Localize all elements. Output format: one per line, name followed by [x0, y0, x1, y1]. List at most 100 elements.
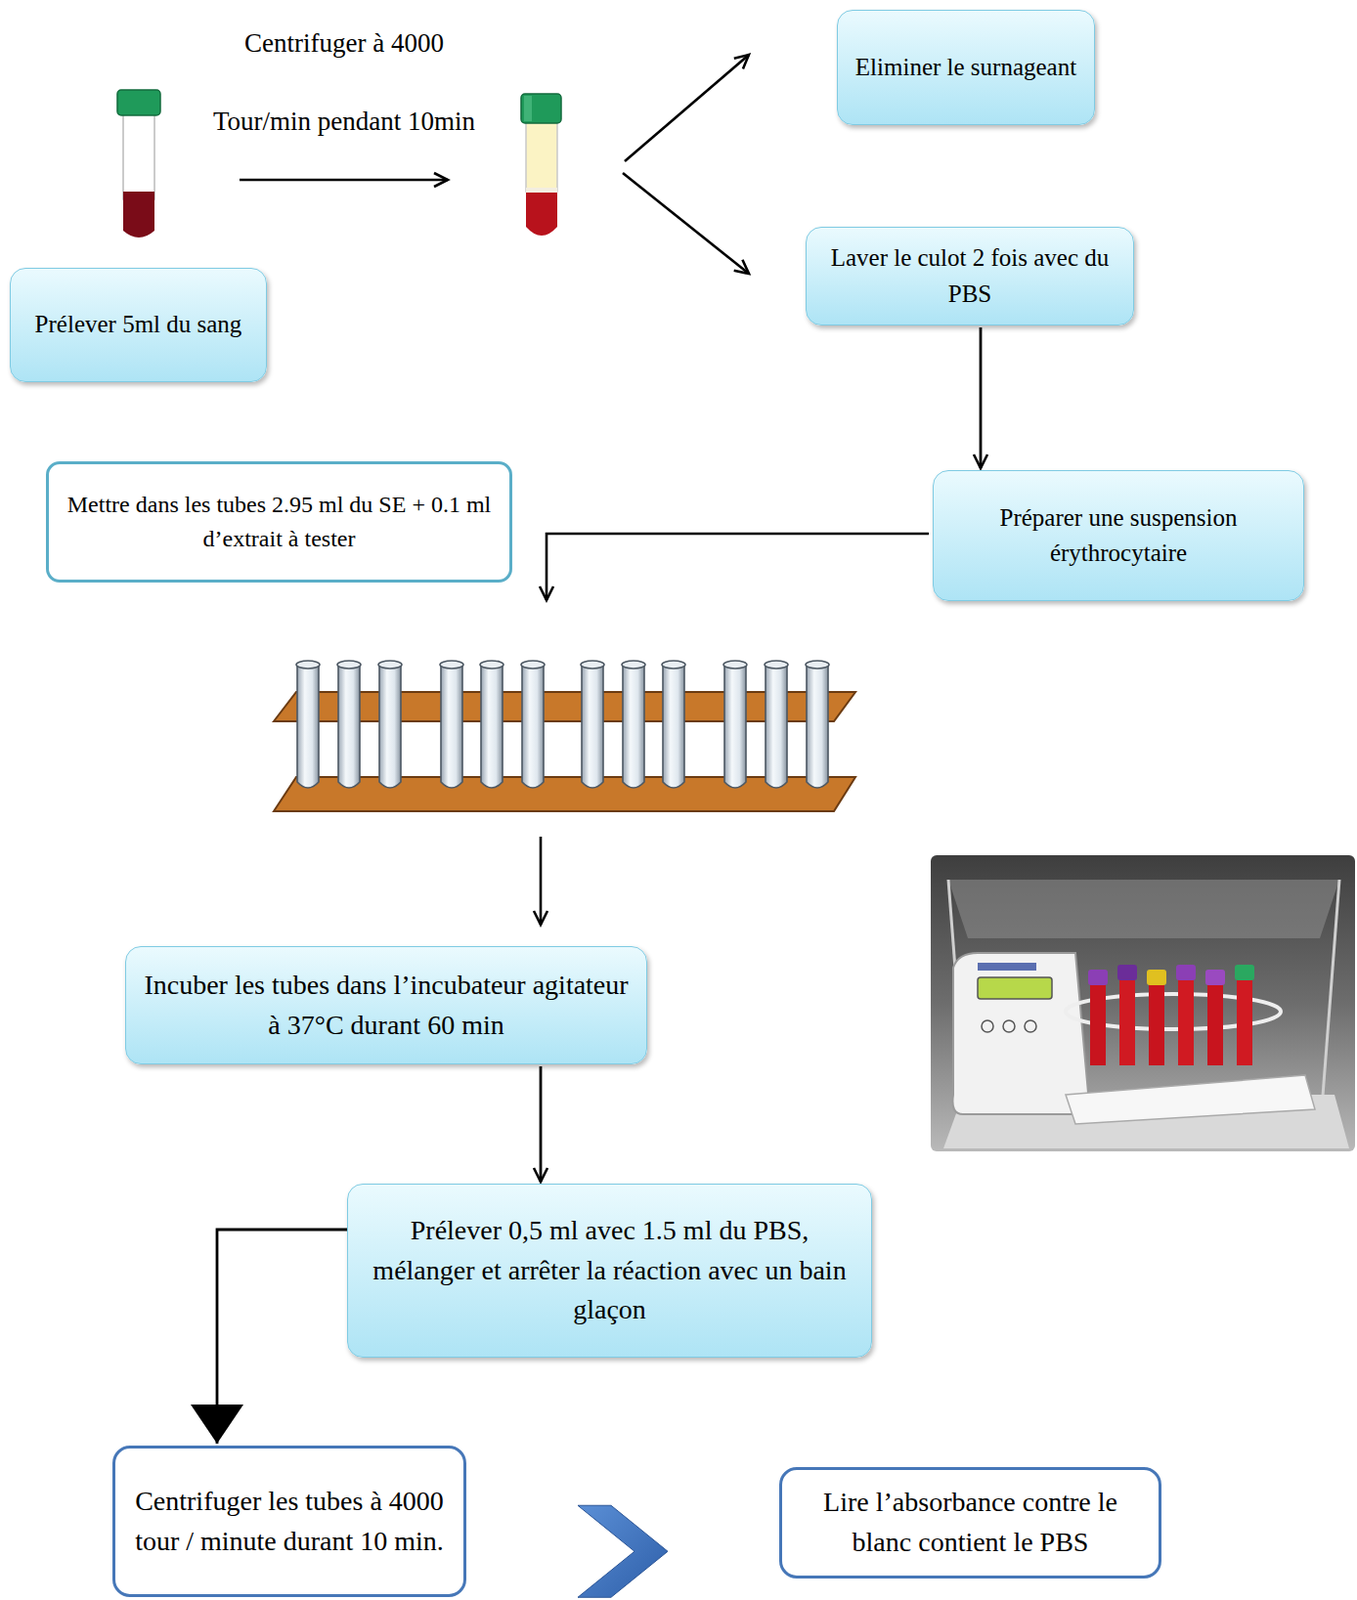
- test-tube: [481, 664, 503, 788]
- flow-arrow: [979, 327, 983, 469]
- test-tube: [296, 660, 830, 788]
- test-tube: [297, 664, 319, 788]
- sample-tube: [1088, 964, 1255, 1066]
- test-tube: [581, 664, 604, 788]
- incubator-photo: [930, 855, 1356, 1152]
- step-text: Incuber les tubes dans l’incubateur agit…: [139, 965, 633, 1046]
- chevron-arrow: [577, 1505, 668, 1598]
- test-tube: [480, 660, 504, 669]
- test-tube: [621, 660, 646, 669]
- note-box: Centrifuger les tubes à 4000 tour / minu…: [112, 1445, 467, 1598]
- test-tube: [805, 660, 830, 669]
- test-tube: [338, 664, 360, 788]
- flow-arrow: [546, 533, 929, 601]
- test-tube: [621, 660, 646, 788]
- incubator-photo: [948, 879, 1340, 939]
- sample-tube: [1148, 982, 1165, 1066]
- test-tube: [723, 660, 747, 788]
- step-text: Prélever 5ml du sang: [35, 306, 243, 343]
- test-tube: [622, 664, 645, 788]
- step-text: Lire l’absorbance contre le blanc contie…: [795, 1483, 1145, 1563]
- test-tube: [296, 660, 320, 669]
- test-tube: [661, 660, 686, 669]
- step-text: Laver le culot 2 fois avec du PBS: [820, 240, 1120, 312]
- test-tube: [439, 660, 464, 788]
- note-box: Lire l’absorbance contre le blanc contie…: [779, 1467, 1162, 1579]
- centrifuged-tube: [525, 192, 558, 236]
- process-box: Prélever 5ml du sang: [9, 267, 267, 383]
- blood-tube: [117, 89, 161, 116]
- arrow-label: Centrifuger à 4000 Tour/min pendant 10mi…: [192, 3, 496, 161]
- test-tube: [337, 660, 361, 669]
- flow-arrow: [539, 1066, 543, 1182]
- sample-tube: [1176, 964, 1196, 981]
- process-box: Préparer une suspension érythrocytaire: [932, 470, 1305, 602]
- test-tube: [440, 664, 463, 788]
- incubator-photo: [981, 1020, 994, 1033]
- step-text: Eliminer le surnageant: [855, 49, 1077, 86]
- sample-tube: [1090, 982, 1106, 1066]
- blood-tube: [123, 111, 155, 200]
- flow-arrow: [217, 1229, 348, 1445]
- centrifuged-tube: [521, 93, 562, 236]
- incubator-photo: [1024, 1020, 1037, 1033]
- process-box: Laver le culot 2 fois avec du PBS: [805, 226, 1135, 326]
- flow-arrow: [622, 173, 749, 274]
- incubator-photo: [930, 855, 1356, 1152]
- flow-arrow: [624, 54, 749, 162]
- incubator-photo: [977, 977, 1052, 1000]
- test-tube: [724, 664, 746, 788]
- test-tube: [764, 660, 788, 788]
- test-tube: [379, 664, 401, 788]
- sample-tube: [1119, 977, 1136, 1066]
- incubator-photo: [1065, 1075, 1315, 1125]
- test-tube: [337, 660, 361, 788]
- flow-arrow: [239, 178, 448, 182]
- flow-arrow: [539, 836, 543, 925]
- test-tube: [378, 660, 402, 669]
- step-text: Préparer une suspension érythrocytaire: [947, 500, 1290, 572]
- tube-rack: [273, 660, 856, 812]
- test-tube: [439, 660, 464, 669]
- sample-tube: [1088, 969, 1108, 986]
- test-tube: [378, 660, 402, 788]
- sample-tube: [1207, 982, 1224, 1066]
- test-tube: [522, 664, 544, 788]
- step-text: Centrifuger les tubes à 4000 tour / minu…: [129, 1482, 450, 1562]
- sample-tube: [1178, 977, 1194, 1066]
- sample-tube: [1236, 977, 1253, 1066]
- centrifuged-tube: [524, 95, 532, 122]
- incubator-photo: [952, 953, 1091, 1115]
- test-tube: [296, 660, 320, 788]
- test-tube: [661, 660, 686, 788]
- test-tube: [480, 660, 504, 788]
- test-tube: [580, 660, 605, 788]
- test-tube: [580, 660, 605, 669]
- centrifuged-tube: [525, 119, 558, 192]
- sample-tube: [1117, 964, 1138, 981]
- test-tube: [805, 660, 830, 788]
- test-tube: [806, 664, 829, 788]
- test-tube: [662, 664, 685, 788]
- blood-tube: [117, 89, 161, 238]
- incubator-photo: [1003, 1020, 1015, 1033]
- test-tube: [723, 660, 747, 669]
- note-box: Mettre dans les tubes 2.95 ml du SE + 0.…: [45, 461, 513, 583]
- test-tube: [765, 664, 788, 788]
- incubator-photo: [977, 963, 1037, 971]
- process-box: Eliminer le surnageant: [836, 9, 1095, 126]
- test-tube: [521, 660, 545, 669]
- centrifuged-tube: [521, 93, 562, 124]
- step-text: Mettre dans les tubes 2.95 ml du SE + 0.…: [62, 487, 496, 557]
- process-box: Incuber les tubes dans l’incubateur agit…: [125, 946, 648, 1065]
- test-tube: [521, 660, 545, 788]
- test-tube: [764, 660, 788, 669]
- sample-tube: [1146, 969, 1167, 986]
- blood-tube: [123, 191, 155, 238]
- step-text: Prélever 0,5 ml avec 1.5 ml du PBS, méla…: [361, 1211, 858, 1331]
- process-box: Prélever 0,5 ml avec 1.5 ml du PBS, méla…: [347, 1183, 873, 1358]
- sample-tube: [1205, 969, 1226, 986]
